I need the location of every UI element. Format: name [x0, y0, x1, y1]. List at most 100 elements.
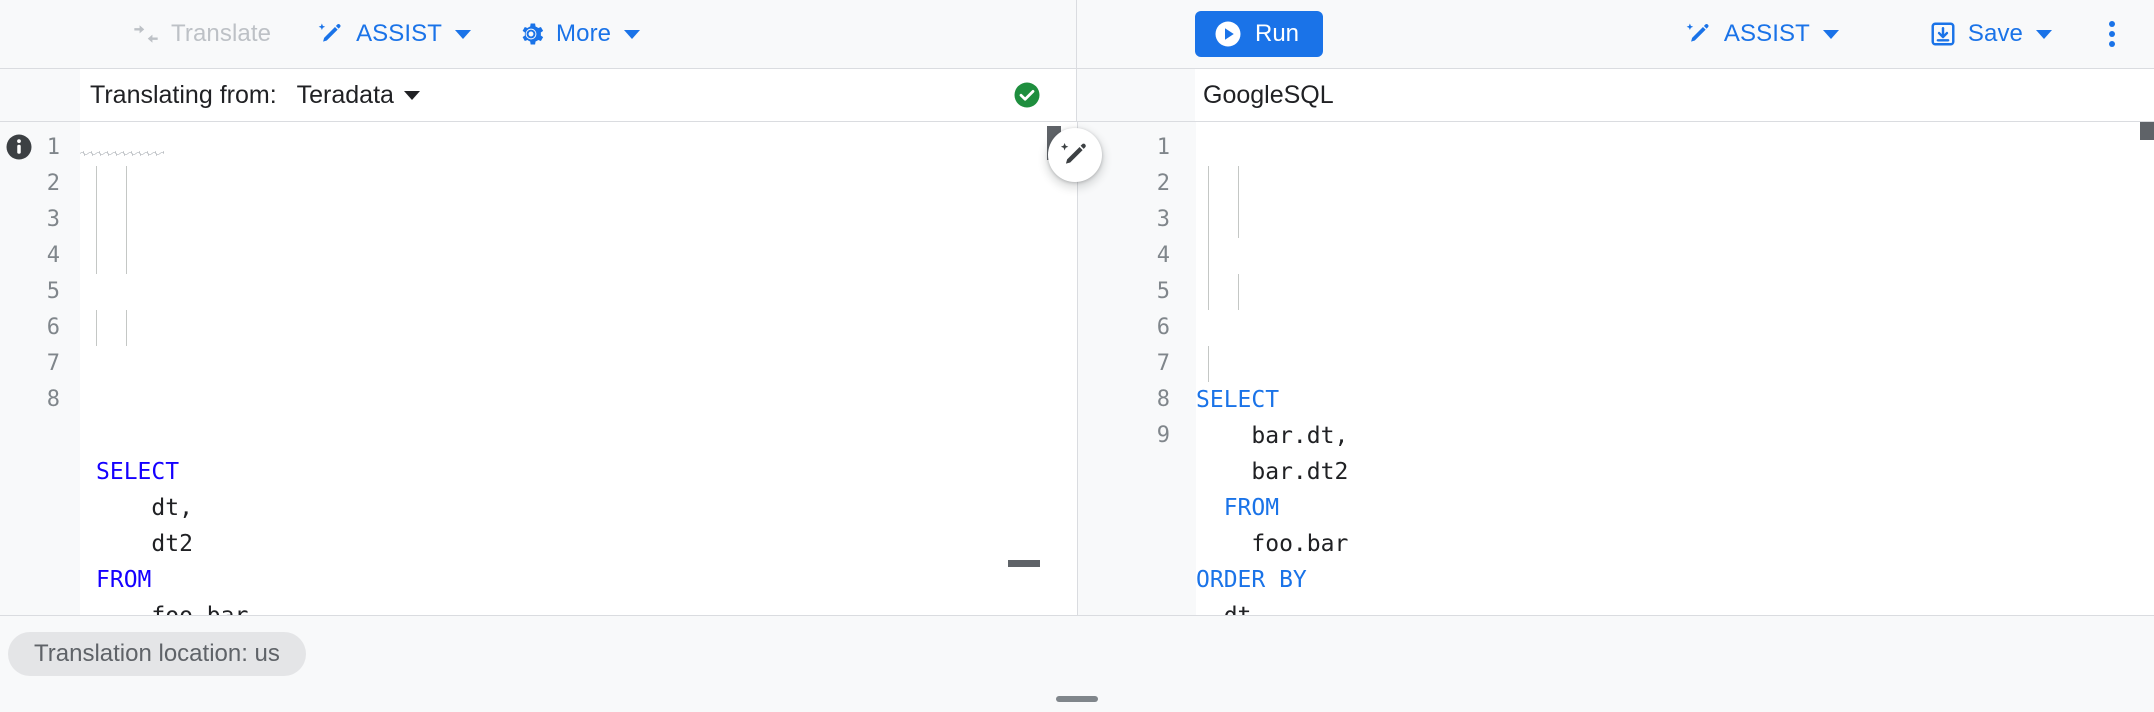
line-number: 5 [46, 279, 60, 304]
more-options-button[interactable] [2090, 12, 2134, 56]
sql-keyword: SELECT [1196, 387, 1280, 413]
line-number: 9 [1156, 423, 1170, 448]
code-line: FROM [96, 562, 1077, 598]
code-text: bar.dt, [1196, 423, 1349, 449]
indent-guide [1208, 166, 1209, 274]
translation-location-chip: Translation location: us [8, 632, 306, 676]
panel-resize-handle[interactable] [1056, 696, 1098, 702]
chevron-down-icon [2036, 29, 2052, 39]
save-download-icon [1929, 20, 1957, 48]
code-line: dt, [96, 490, 1077, 526]
run-button[interactable]: Run [1195, 11, 1324, 57]
code-text: bar.dt2 [1196, 459, 1349, 485]
translate-button[interactable]: Translate [120, 12, 283, 56]
source-dialect-select[interactable]: Teradata [291, 80, 426, 111]
play-circle-icon [1213, 19, 1243, 49]
indent-guide [96, 166, 97, 238]
sql-keyword: ORDER BY [1196, 567, 1307, 593]
info-icon[interactable] [4, 132, 34, 162]
sql-keyword: FROM [96, 567, 152, 593]
target-vertical-scrollbar-thumb[interactable] [2140, 122, 2154, 140]
code-text: foo.bar [96, 603, 248, 615]
sql-keyword: FROM [1196, 495, 1280, 521]
toolbar-source-actions: Translate ASSIST [0, 0, 1077, 68]
line-number: 5 [1156, 279, 1170, 304]
translating-from-label: Translating from: [90, 80, 277, 109]
indent-guide [126, 166, 127, 238]
indent-guide [1208, 346, 1209, 382]
chevron-down-icon [455, 29, 472, 39]
dialect-subheader: Translating from: Teradata GoogleSQL [0, 69, 2154, 122]
line-number: 2 [1156, 171, 1170, 196]
code-text: dt2 [96, 531, 193, 557]
line-number: 3 [46, 207, 60, 232]
syntax-warning-squiggle [80, 151, 164, 156]
more-button[interactable]: More [505, 12, 652, 56]
source-gutter-spacer [0, 69, 80, 121]
line-number: 4 [1156, 243, 1170, 268]
code-line: foo.bar [96, 598, 1077, 615]
assist-source-button-label: ASSIST [356, 20, 443, 47]
line-number: 7 [46, 351, 60, 376]
target-dialect-bar: GoogleSQL [1077, 69, 2154, 121]
line-number: 6 [1156, 315, 1170, 340]
code-line: bar.dt2 [1196, 454, 2154, 490]
indent-guide [1238, 166, 1239, 238]
chevron-down-icon [403, 90, 420, 100]
code-line: SELECT [96, 454, 1077, 490]
chevron-down-icon [624, 29, 641, 39]
indent-guide [126, 310, 127, 346]
assist-source-button[interactable]: ASSIST [305, 12, 483, 56]
line-number: 1 [1156, 135, 1170, 160]
target-dialect-label: GoogleSQL [1203, 80, 1334, 109]
more-vert-icon-dot [2109, 41, 2115, 47]
code-line: FROM [1196, 490, 2154, 526]
target-gutter-spacer [1077, 69, 1195, 121]
code-line: bar.dt, [1196, 418, 2154, 454]
code-text: foo.bar [1196, 531, 1349, 557]
indent-guide [96, 238, 97, 274]
indent-guide [96, 310, 97, 346]
assist-target-button-label: ASSIST [1723, 20, 1810, 47]
assist-target-button[interactable]: ASSIST [1673, 12, 1851, 56]
footer-status-bar: Translation location: us [0, 615, 2154, 712]
gear-icon [517, 20, 545, 48]
run-button-label: Run [1255, 20, 1300, 47]
line-number: 3 [1156, 207, 1170, 232]
toolbar-target-actions: Run ASSIST [1077, 0, 2154, 68]
line-number: 8 [46, 387, 60, 412]
save-button-label: Save [1967, 20, 2023, 47]
save-button[interactable]: Save [1917, 12, 2064, 56]
code-text: dt, [96, 495, 193, 521]
line-number: 2 [46, 171, 60, 196]
translate-swap-icon [132, 20, 160, 48]
code-line: foo.bar [1196, 526, 2154, 562]
more-vert-icon-dot [2109, 31, 2115, 37]
source-horizontal-scrollbar-thumb[interactable] [1008, 560, 1040, 567]
code-text: dt [1196, 603, 1252, 615]
magic-pencil-fab[interactable] [1048, 128, 1102, 182]
toolbar: Translate ASSIST [0, 0, 2154, 69]
sql-keyword: SELECT [96, 459, 180, 485]
code-line: dt2 [96, 526, 1077, 562]
more-button-label: More [556, 20, 612, 47]
line-number: 4 [46, 243, 60, 268]
source-dialect-bar: Translating from: Teradata [0, 69, 1077, 121]
code-line: dt [1196, 598, 2154, 615]
line-number: 7 [1156, 351, 1170, 376]
source-dialect-value: Teradata [296, 80, 394, 109]
chevron-down-icon [1822, 29, 1839, 39]
line-number: 6 [46, 315, 60, 340]
indent-guide [126, 238, 127, 274]
indent-guide [1238, 274, 1239, 310]
magic-pencil-icon [1685, 20, 1713, 48]
more-vert-icon-dot [2109, 21, 2115, 27]
